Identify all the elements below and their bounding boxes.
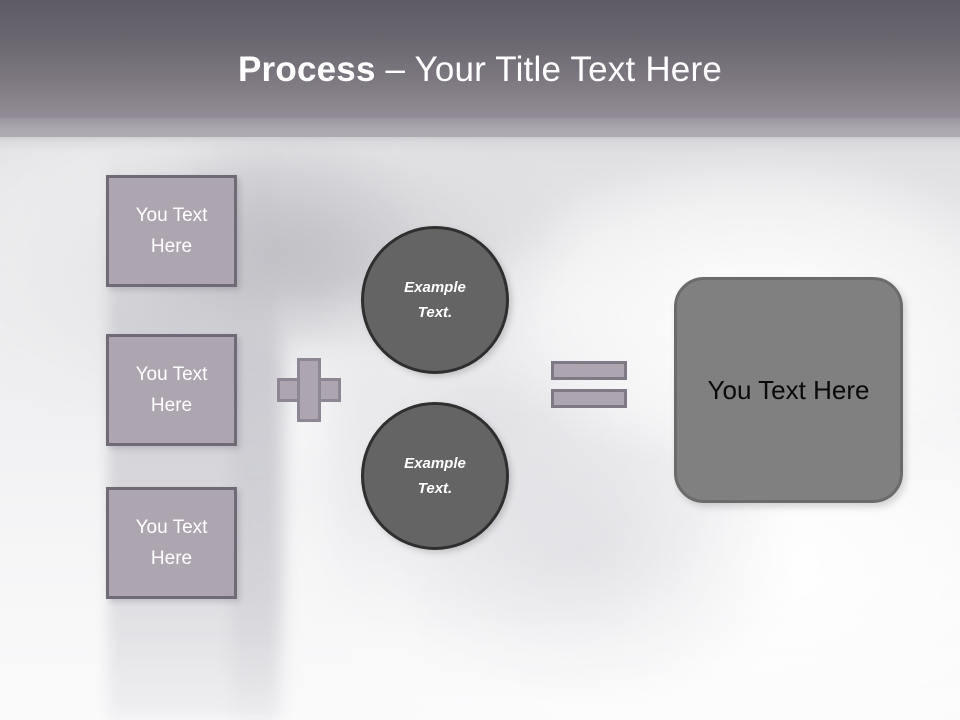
input-box-2-line1: You Text: [135, 364, 208, 385]
input-box-3-line1: You Text: [135, 517, 208, 538]
example-circle-2-line2: Text.: [417, 480, 453, 497]
example-circle-1-line1: Example: [404, 279, 466, 296]
slide-header-band: [0, 0, 960, 137]
plus-icon: [277, 358, 341, 422]
input-box-1-line1: You Text: [135, 205, 208, 226]
example-circle-1[interactable]: Example Text.: [361, 226, 509, 374]
result-box-label: You Text Here: [707, 375, 870, 405]
example-circle-2-line1: Example: [404, 455, 466, 472]
example-circle-2[interactable]: Example Text.: [361, 402, 509, 550]
page-title-rest: – Your Title Text Here: [375, 50, 722, 89]
example-circle-1-label: Example Text.: [404, 275, 466, 325]
equals-icon-bottom-bar: [551, 389, 627, 408]
result-box[interactable]: You Text Here: [674, 277, 903, 503]
input-box-1[interactable]: You Text Here: [106, 175, 237, 287]
input-box-1-label: You Text Here: [130, 200, 214, 262]
plus-icon-center-fill: [300, 381, 318, 399]
input-box-3[interactable]: You Text Here: [106, 487, 237, 599]
page-title-bold: Process: [238, 50, 376, 89]
example-circle-2-label: Example Text.: [404, 451, 466, 501]
input-box-3-label: You Text Here: [130, 512, 214, 574]
example-circle-1-line2: Text.: [417, 304, 453, 321]
input-box-2-line2: Here: [150, 395, 193, 416]
input-box-1-line2: Here: [150, 236, 193, 257]
slide-header-fade: [0, 118, 960, 152]
page-title: Process – Your Title Text Here: [0, 49, 960, 91]
input-box-2-label: You Text Here: [130, 359, 214, 421]
background-smokestack-secondary: [232, 300, 286, 720]
input-box-3-line2: Here: [150, 548, 193, 569]
equals-icon-top-bar: [551, 361, 627, 380]
input-box-2[interactable]: You Text Here: [106, 334, 237, 446]
equals-icon: [551, 361, 627, 408]
